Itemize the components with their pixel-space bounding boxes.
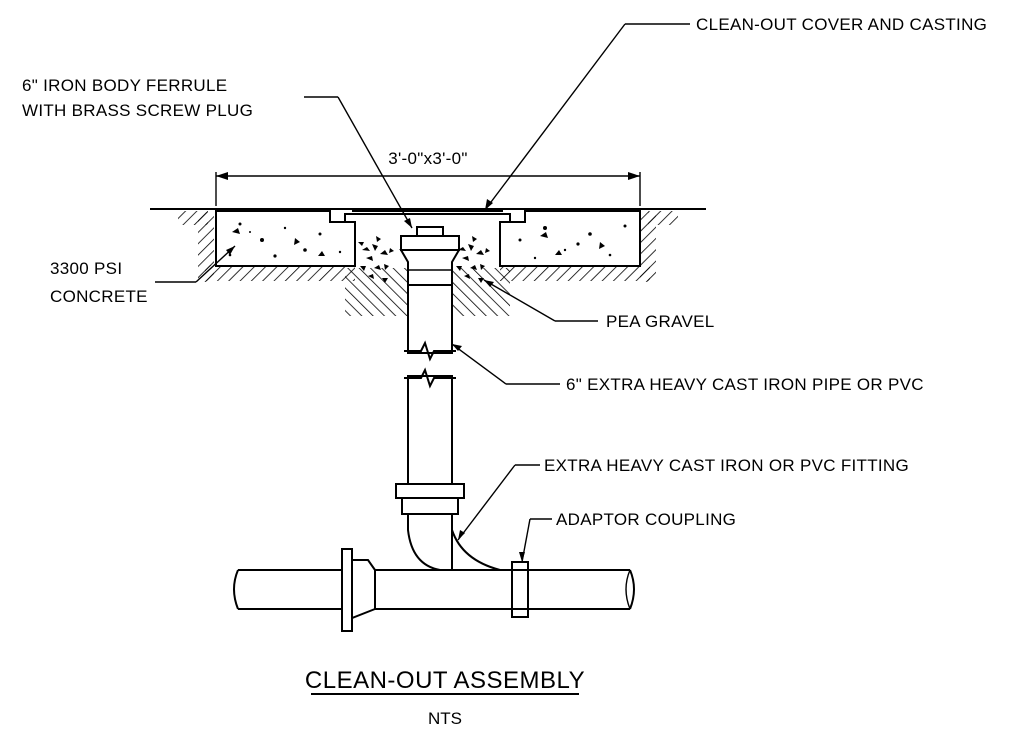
concrete-slab-right xyxy=(499,210,641,267)
leader-pipe xyxy=(451,343,560,385)
label-pea-gravel: PEA GRAVEL xyxy=(606,312,715,331)
leader-ferrule xyxy=(304,96,413,229)
vertical-pipe xyxy=(404,284,456,485)
dimension-line xyxy=(215,172,641,206)
horizontal-main-pipe xyxy=(233,548,635,632)
drawing-scale: NTS xyxy=(428,709,462,728)
label-cleanout-cover: CLEAN-OUT COVER AND CASTING xyxy=(696,15,987,34)
earth-hatching xyxy=(178,211,678,316)
label-concrete-line2: CONCRETE xyxy=(50,287,148,306)
leader-pea-gravel xyxy=(483,279,598,322)
drawing-title: CLEAN-OUT ASSEMBLY xyxy=(305,667,585,694)
dimension-label: 3'-0"x3'-0" xyxy=(388,149,468,168)
leader-cleanout-cover xyxy=(484,23,690,211)
label-ferrule-line1: 6" IRON BODY FERRULE xyxy=(22,76,227,95)
label-concrete-line1: 3300 PSI xyxy=(50,259,122,278)
label-fitting: EXTRA HEAVY CAST IRON OR PVC FITTING xyxy=(544,456,909,475)
concrete-slab-left xyxy=(215,210,356,267)
pea-gravel xyxy=(358,236,490,283)
pipe-fitting xyxy=(395,483,501,571)
label-pipe: 6" EXTRA HEAVY CAST IRON PIPE OR PVC xyxy=(566,375,924,394)
leader-concrete xyxy=(155,245,236,283)
leader-coupling xyxy=(519,518,552,563)
cleanout-cover-casting xyxy=(344,210,511,223)
label-coupling: ADAPTOR COUPLING xyxy=(556,510,736,529)
leader-fitting xyxy=(457,464,540,541)
iron-body-ferrule xyxy=(399,226,461,286)
label-ferrule-line2: WITH BRASS SCREW PLUG xyxy=(22,101,253,120)
